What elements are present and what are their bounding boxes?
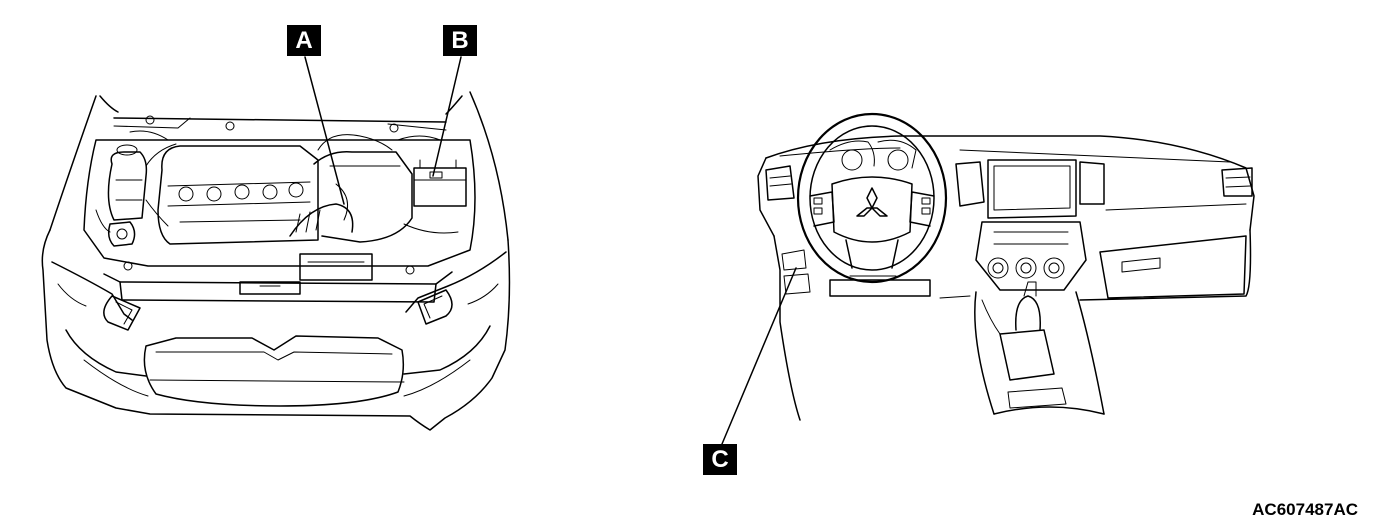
engine-compartment-icon — [41, 91, 511, 431]
leader-line-a — [304, 56, 345, 205]
leader-line-b — [432, 56, 462, 177]
callout-a-label: A — [287, 25, 321, 56]
callout-c-label: C — [703, 444, 737, 475]
figure-id: AC607487AC — [1252, 500, 1358, 519]
dashboard-interior-icon — [757, 112, 1255, 421]
leader-line-c — [721, 267, 797, 445]
callout-b-label: B — [443, 25, 477, 56]
